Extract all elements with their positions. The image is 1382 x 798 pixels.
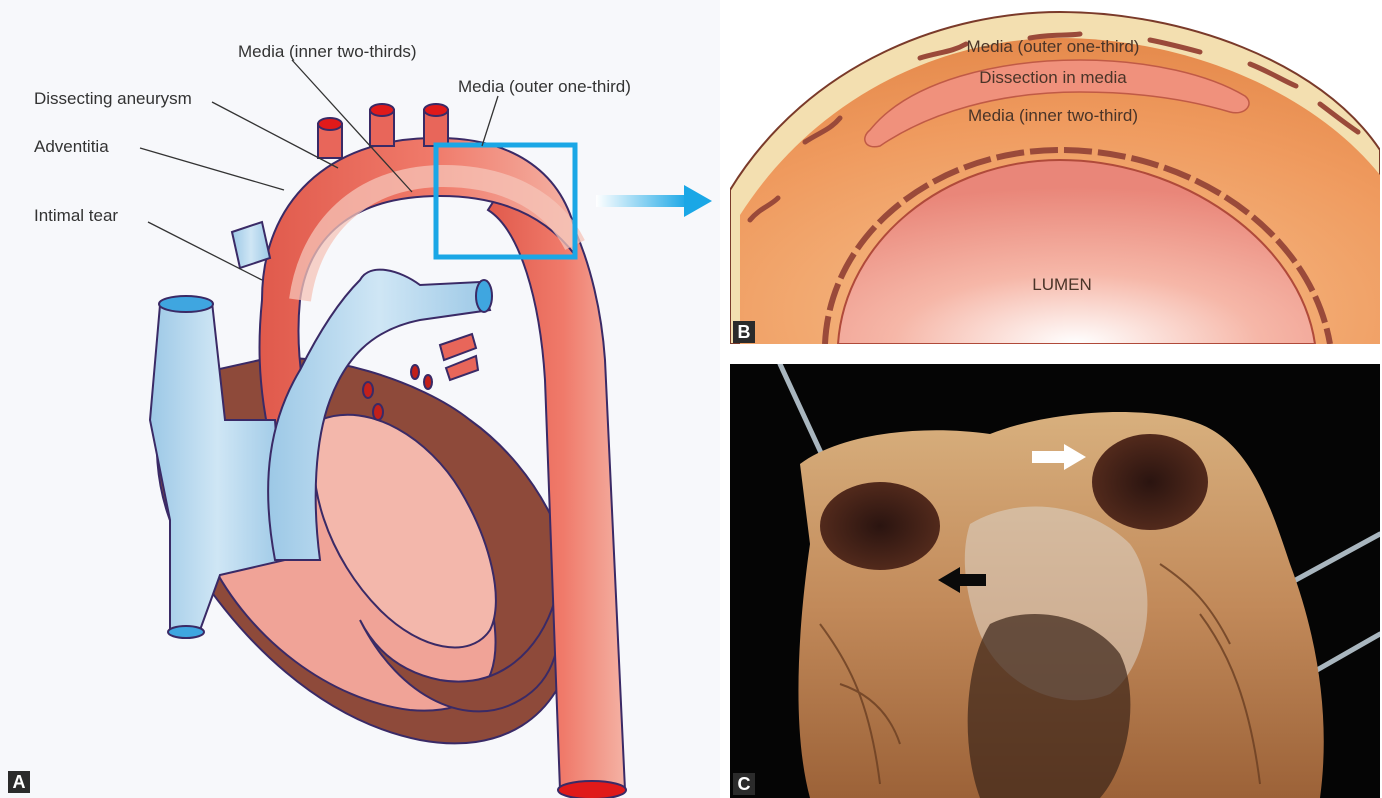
ivc-opening bbox=[168, 626, 204, 638]
label-dissecting-aneurysm: Dissecting aneurysm bbox=[34, 89, 192, 108]
panel-label-c: C bbox=[733, 773, 755, 795]
magnify-arrow bbox=[596, 181, 716, 221]
label-b-lumen: LUMEN bbox=[1032, 275, 1092, 294]
label-media-outer: Media (outer one-third) bbox=[458, 77, 631, 96]
panel-c-specimen-photo bbox=[730, 364, 1380, 798]
central-cavity bbox=[968, 614, 1131, 798]
label-b-media-inner: Media (inner two-third) bbox=[968, 106, 1138, 125]
svc-opening bbox=[159, 296, 213, 312]
label-adventitia: Adventitia bbox=[34, 137, 109, 156]
panel-label-a: A bbox=[8, 771, 30, 793]
panel-b-cross-section: Media (outer one-third) Dissection in me… bbox=[730, 0, 1380, 344]
label-media-inner: Media (inner two-thirds) bbox=[238, 42, 417, 61]
dissection-clot-left bbox=[820, 482, 940, 570]
panel-a-diagram: Media (inner two-thirds) Media (outer on… bbox=[0, 0, 720, 798]
label-b-media-outer: Media (outer one-third) bbox=[967, 37, 1140, 56]
label-intimal-tear: Intimal tear bbox=[34, 206, 118, 225]
pulmonary-branch-opening bbox=[476, 280, 492, 312]
aorta-cut-end bbox=[558, 781, 626, 798]
label-b-dissection: Dissection in media bbox=[979, 68, 1127, 87]
panel-label-b: B bbox=[733, 321, 755, 343]
dissection-clot-right bbox=[1092, 434, 1208, 530]
